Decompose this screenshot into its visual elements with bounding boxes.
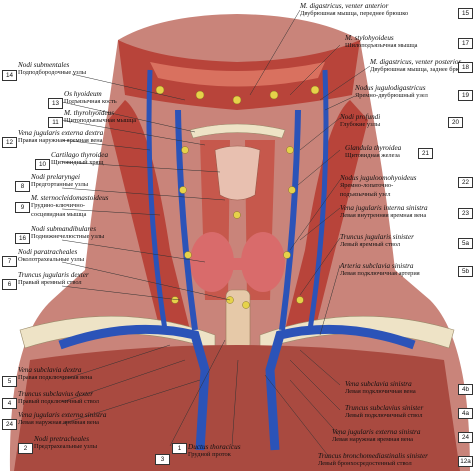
label-nodus-juguloomohyoideus: Nodus juguloomohyoideus Яремно-лопаточно…: [340, 174, 417, 198]
label-nodi-prelaryngei: Nodi prelaryngei Предгортанные узлы: [31, 173, 89, 189]
label-number-4b: 4b: [458, 384, 473, 395]
label-number-18: 19: [458, 90, 473, 101]
label-number-12: 12: [2, 137, 17, 148]
label-number-9: 9: [15, 202, 30, 213]
label-number-24: 24: [458, 432, 473, 443]
label-m-stylohyoideus: M. digastricus, venter posterior Двубрюш…: [370, 58, 472, 74]
label-vena-jugularis-externa-dextra: Vena jugularis externa dextra Правая нар…: [18, 129, 104, 145]
label-number-23: 23: [458, 208, 473, 219]
label-cartilago-thyroidea: Cartilago thyroidea Щитовидный хрящ: [51, 151, 109, 167]
label-m-digastricus-venter-posterior: Nodus jugulodigastricus Яремно-двубрюшны…: [355, 84, 428, 100]
label-nodi-pretracheales: Nodi pretracheales Предтрахеальные узлы: [34, 435, 98, 451]
label-number-8: 8: [15, 181, 30, 192]
label-arteria-subclavia-sinistra: Arteria subclavia sinistra Левая подключ…: [340, 262, 420, 278]
label-number-5: 5: [2, 376, 17, 387]
label-vena-subclavia-dextra: Vena subclavia dextra Правая подключична…: [18, 366, 93, 382]
label-nodus-jugulodigastricus: Nodi profundi Глубокие узлы: [340, 113, 381, 129]
label-nodi-submandibulares: M. stylohyoideus Шилоподъязычная мышца: [345, 34, 418, 50]
label-glandula-thyroidea: Nodi submandibulares Поднижнечелюстные у…: [31, 225, 105, 241]
label-truncus-jugularis-sinister: Truncus jugularis sinister Левый яремный…: [340, 233, 414, 249]
label-number-10: 10: [35, 159, 50, 170]
label-os-hyoideum: Os hyoideum Подъязычная кость: [64, 90, 117, 106]
label-number-12a: 12a: [458, 456, 473, 467]
label-number-11: 11: [48, 117, 63, 128]
label-number-22: 22: [458, 177, 473, 188]
label-number-21: 16: [15, 233, 30, 244]
label-vena-jugularis-interna-sinistra: Vena jugularis interna sinistra Левая вн…: [340, 204, 428, 220]
label-m-thyrohyoideus: M. thyrohyoideus Щитоподъязычная мышца: [64, 109, 137, 125]
label-number-5a: 5a: [458, 238, 473, 249]
label-number-6: 6: [2, 279, 17, 290]
label-number-3: 3: [155, 454, 170, 465]
label-number-15: 15: [458, 8, 473, 19]
label-number-19: 20: [448, 117, 463, 128]
label-number-14: 14: [2, 70, 17, 81]
label-truncus-jugularis-dexter: Truncus jugularis dexter Правый яремный …: [18, 271, 89, 287]
label-truncus-subclavius-dexter: Truncus subclavius dexter Правый подключ…: [18, 390, 99, 406]
label-number-4a: 4a: [458, 408, 473, 419]
label-m-digastricus-venter-anterior: M. digastricus, venter anterior Двубрюшн…: [300, 2, 409, 18]
label-number-7: 7: [2, 256, 17, 267]
label-vena-subclavia-sinistra: Vena subclavia sinistra Левая подключичн…: [345, 380, 416, 396]
label-vena-jugularis-externa-sinistra: Vena jugularis externa sinistra Левая на…: [332, 428, 421, 444]
label-truncus-bronchomediastinalis-dexter: Vena jugularis externa sinistra Левая на…: [18, 411, 107, 427]
label-m-sternocleidomastoideus: M. sternocleidomastoideus Грудино-ключич…: [31, 194, 109, 218]
label-number-17: 18: [458, 62, 473, 73]
label-truncus-subclavius-sinister: Truncus subclavius sinister Левый подклю…: [345, 404, 424, 420]
label-number-2: 2: [18, 443, 33, 454]
label-number-25: 24: [2, 419, 17, 430]
label-12a-ru: Левый бронхосредостенный ствол: [318, 460, 412, 468]
label-nodi-profundi: Glandula thyroidea Щитовидная железа: [345, 144, 402, 160]
label-number-20: 21: [418, 148, 433, 159]
label-number-1: 1: [172, 443, 187, 454]
label-number-13: 13: [48, 98, 63, 109]
label-number-5b: 5b: [458, 266, 473, 277]
label-nodi-paratracheales: Nodi paratracheales Околотрахеальные узл…: [18, 248, 85, 264]
label-12a-lat: Truncus bronchomediastinalis sinister: [318, 452, 428, 460]
label-nodi-submentales: Nodi submentales Подподбородочные узлы: [18, 61, 87, 77]
label-number-16: 17: [458, 38, 473, 49]
label-ductus-thoracicus: Ductus thoracicus Грудной проток: [188, 443, 241, 459]
label-number-4: 4: [2, 398, 17, 409]
